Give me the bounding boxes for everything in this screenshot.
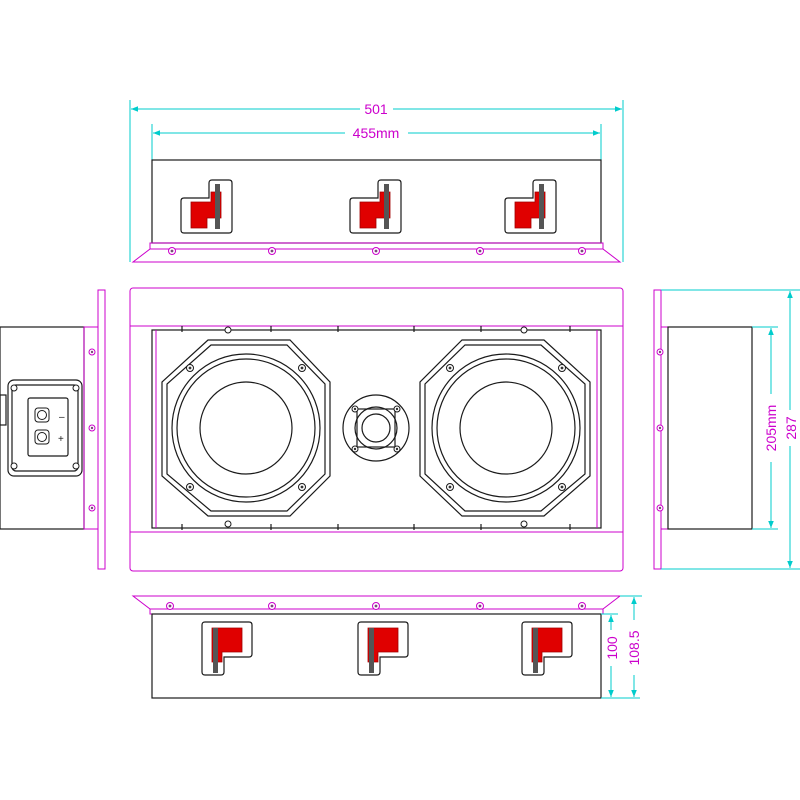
top-view: 501 455mm: [129, 100, 624, 263]
front-mounting-tabs: [181, 326, 571, 530]
left-side-tab: [0, 394, 7, 426]
terminal-plate: – +: [7, 379, 83, 477]
left-side-flange: [83, 289, 106, 570]
right-side-body: [667, 326, 753, 530]
tweeter: [342, 394, 410, 462]
bottom-clamp-left: [201, 621, 253, 676]
top-clamp-right: [504, 179, 557, 234]
front-baffle: [151, 329, 602, 529]
front-view: [129, 287, 624, 572]
depth-label: 100: [604, 636, 620, 660]
bottom-view: 100 108.5: [131, 595, 642, 699]
inner-width-label: 455mm: [353, 125, 400, 141]
terminal-minus-label: –: [59, 412, 65, 423]
dimension-inner-height: 205mm: [752, 326, 779, 530]
top-clamp-center: [349, 179, 402, 234]
bottom-view-body: [151, 613, 602, 699]
dimension-depth: 100: [601, 613, 640, 699]
bottom-clamp-right: [521, 621, 573, 676]
terminal-plus-label: +: [58, 434, 64, 445]
woofer-right: [419, 339, 591, 517]
dimension-depth-overall: 108.5: [620, 595, 642, 697]
inner-height-label: 205mm: [763, 405, 779, 452]
depth-overall-label: 108.5: [626, 630, 642, 665]
bottom-clamp-center: [357, 621, 409, 676]
bottom-flange-screws: [166, 602, 586, 610]
dimension-inner-width: 455mm: [151, 124, 602, 160]
dimension-overall-height: 287: [661, 289, 800, 570]
overall-width-label: 501: [364, 101, 388, 117]
woofer-left: [161, 339, 331, 517]
left-side-view: – +: [0, 289, 106, 570]
top-flange-screws: [168, 247, 586, 255]
overall-height-label: 287: [783, 416, 799, 440]
top-clamp-left: [180, 179, 233, 234]
dimension-overall-width: 501: [129, 100, 624, 262]
right-side-view: 205mm 287: [653, 289, 800, 570]
front-cutout-outline: [129, 325, 624, 533]
